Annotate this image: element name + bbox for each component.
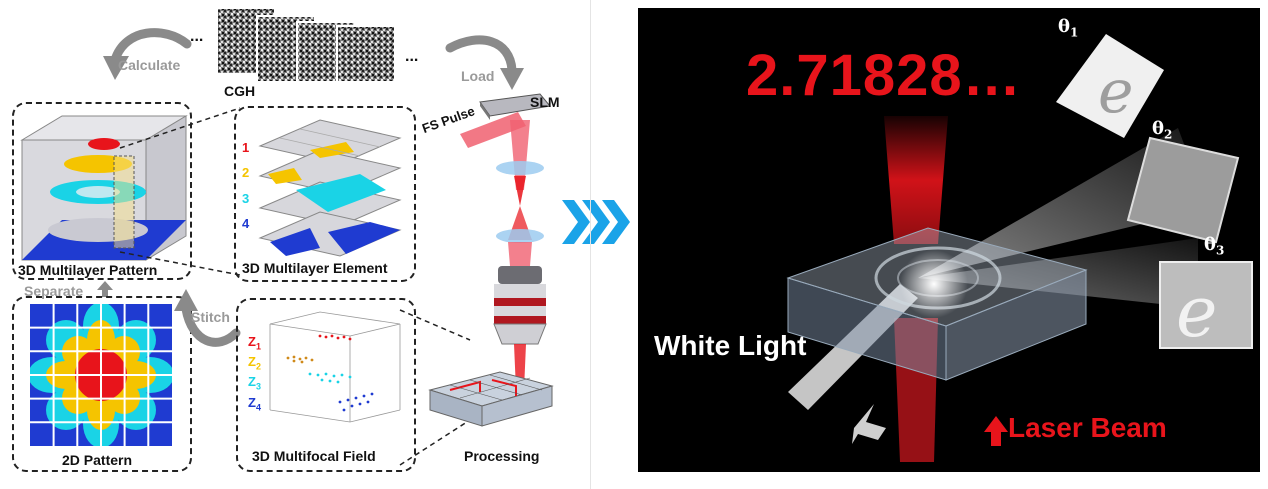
- light-effects: [786, 116, 1208, 462]
- z1-label: Z1: [248, 334, 261, 352]
- multilayer-pattern-box: [12, 102, 192, 280]
- optical-setup: [428, 93, 554, 427]
- demo-photo-panel: e e 2.71828… θ1 θ2 θ3 White Light Laser …: [638, 8, 1260, 472]
- multilayer-element-label: 3D Multilayer Element: [242, 260, 388, 276]
- laser-beam-label: Laser Beam: [1008, 412, 1167, 443]
- calculate-label: Calculate: [118, 57, 181, 73]
- multilayer-pattern-label: 3D Multilayer Pattern: [18, 262, 158, 278]
- panel-divider: [590, 0, 591, 489]
- layer-number-1: 1: [242, 140, 250, 155]
- slm-label: SLM: [530, 94, 560, 110]
- z4-label: Z4: [248, 395, 261, 413]
- layer-number-4: 4: [242, 216, 250, 231]
- e-letter-3: e: [1176, 271, 1217, 352]
- chevrons-right-icon: [562, 200, 630, 244]
- separate-arrow-icon: [97, 281, 113, 297]
- multilayer-element-box: [234, 106, 416, 282]
- e-letter-1: e: [1098, 57, 1134, 127]
- z3-label: Z3: [248, 374, 261, 392]
- z2-label: Z2: [248, 354, 261, 372]
- theta3-label: θ3: [1204, 234, 1225, 258]
- stitch-label: Stitch: [191, 309, 230, 325]
- theta2-label: θ2: [1152, 118, 1173, 142]
- pattern-2d-image: [30, 304, 172, 446]
- load-label: Load: [461, 68, 495, 84]
- cgh-stack: [216, 7, 396, 83]
- theta3-card: e: [1159, 261, 1253, 352]
- cgh-ellipsis-right: ...: [405, 48, 419, 65]
- theta1-label: θ1: [1058, 16, 1079, 40]
- load-arrow-icon: [445, 35, 524, 90]
- cgh-ellipsis-left: ...: [190, 28, 204, 45]
- separate-label: Separate: [24, 283, 84, 299]
- multifocal-field-box: [236, 298, 416, 472]
- layer-number-3: 3: [242, 191, 250, 206]
- connector-lines: [119, 107, 471, 466]
- white-light-label: White Light: [654, 330, 807, 361]
- multifocal-field-plot: [269, 311, 401, 423]
- calculate-arrow-icon: [103, 28, 192, 80]
- pattern-2d-box: [12, 296, 192, 472]
- multilayer-element-image: [258, 119, 402, 257]
- euler-number: 2.71828…: [746, 43, 1022, 108]
- layer-number-2: 2: [242, 165, 250, 180]
- pattern-2d-label: 2D Pattern: [62, 452, 133, 468]
- processing-label: Processing: [464, 448, 540, 464]
- theta2-card: [1126, 136, 1240, 244]
- cgh-label: CGH: [224, 83, 256, 99]
- multifocal-field-label: 3D Multifocal Field: [252, 448, 376, 464]
- theta1-card: e: [1056, 34, 1164, 138]
- stitch-arrow-icon: [174, 289, 241, 347]
- multilayer-pattern-cube: [20, 115, 188, 261]
